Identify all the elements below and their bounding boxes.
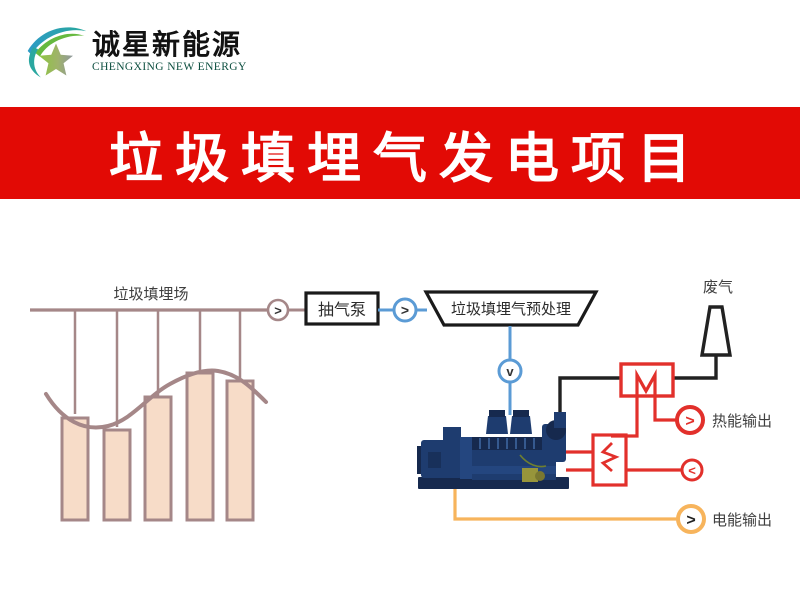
power-arrow-icon: > [686,512,695,529]
pretreatment-label: 垃圾填埋气预处理 [451,301,571,318]
return-arrow-circle [680,458,704,482]
pretreatment-node: 垃圾填埋气预处理 [423,290,599,327]
heat-arrow-icon: > [685,413,694,430]
logo-swoosh-top [27,27,87,55]
pump-label: 抽气泵 [318,301,366,319]
heat-exchanger-1 [611,362,676,438]
landfill-surface-curve [44,368,268,430]
intake-filter-1 [486,416,508,434]
heat-arrow-circle [675,405,705,435]
heat-exchanger-2 [591,433,681,487]
company-name-cn: 诚星新能源 [92,28,243,60]
engine-generator-set [417,410,569,489]
exhaust-stack: 废气 [699,279,733,357]
jacket-water-pipes [566,450,593,472]
flow-arrow-circle-1 [266,298,290,322]
alternator [421,440,463,478]
raw-gas-line: > [266,298,306,322]
company-logo: 诚星新能源 CHENGXING NEW ENERGY [22,12,262,90]
power-arrow-circle [676,504,706,534]
landfill-site: 垃圾填埋场 [30,286,268,522]
buried-gas-wells [60,371,255,522]
heat-return: < [680,458,704,482]
flow-arrow-circle-2 [392,297,418,323]
logo-swoosh-mid [35,33,85,57]
logo-star [39,43,73,76]
power-output-label: 电能输出 [712,512,772,529]
flow-arrow-circle-3 [497,358,523,384]
power-output-line: > 电能输出 [453,486,772,534]
company-name-en: CHENGXING NEW ENERGY [92,60,247,73]
gas-well-risers [73,311,242,427]
clean-gas-line: > [378,297,427,323]
return-arrow-icon: < [688,463,696,478]
chimney [699,305,733,357]
logo-swoosh-left [28,47,41,78]
flow-arrow-1-icon: > [274,303,282,318]
landfill-label: 垃圾填埋场 [113,286,188,303]
flow-arrow-down-icon: v [506,364,514,379]
heat-output-label: 热能输出 [712,413,772,430]
star-swoosh-logo-icon [27,27,87,78]
flow-arrow-2-icon: > [401,302,409,318]
engine-feed-line: v [497,326,523,415]
title-banner: 垃圾填埋气发电项目 [0,107,800,199]
extraction-pump-node: 抽气泵 [304,291,380,326]
slide-title: 垃圾填埋气发电项目 [109,128,703,189]
hx1-coil-icon [611,368,676,438]
hx2-coil-icon [600,442,620,473]
engine-pump-accessory [522,468,538,482]
exhaust-label: 废气 [703,279,733,296]
heat-output: > 热能输出 [675,405,772,435]
intake-filter-2 [510,416,532,434]
